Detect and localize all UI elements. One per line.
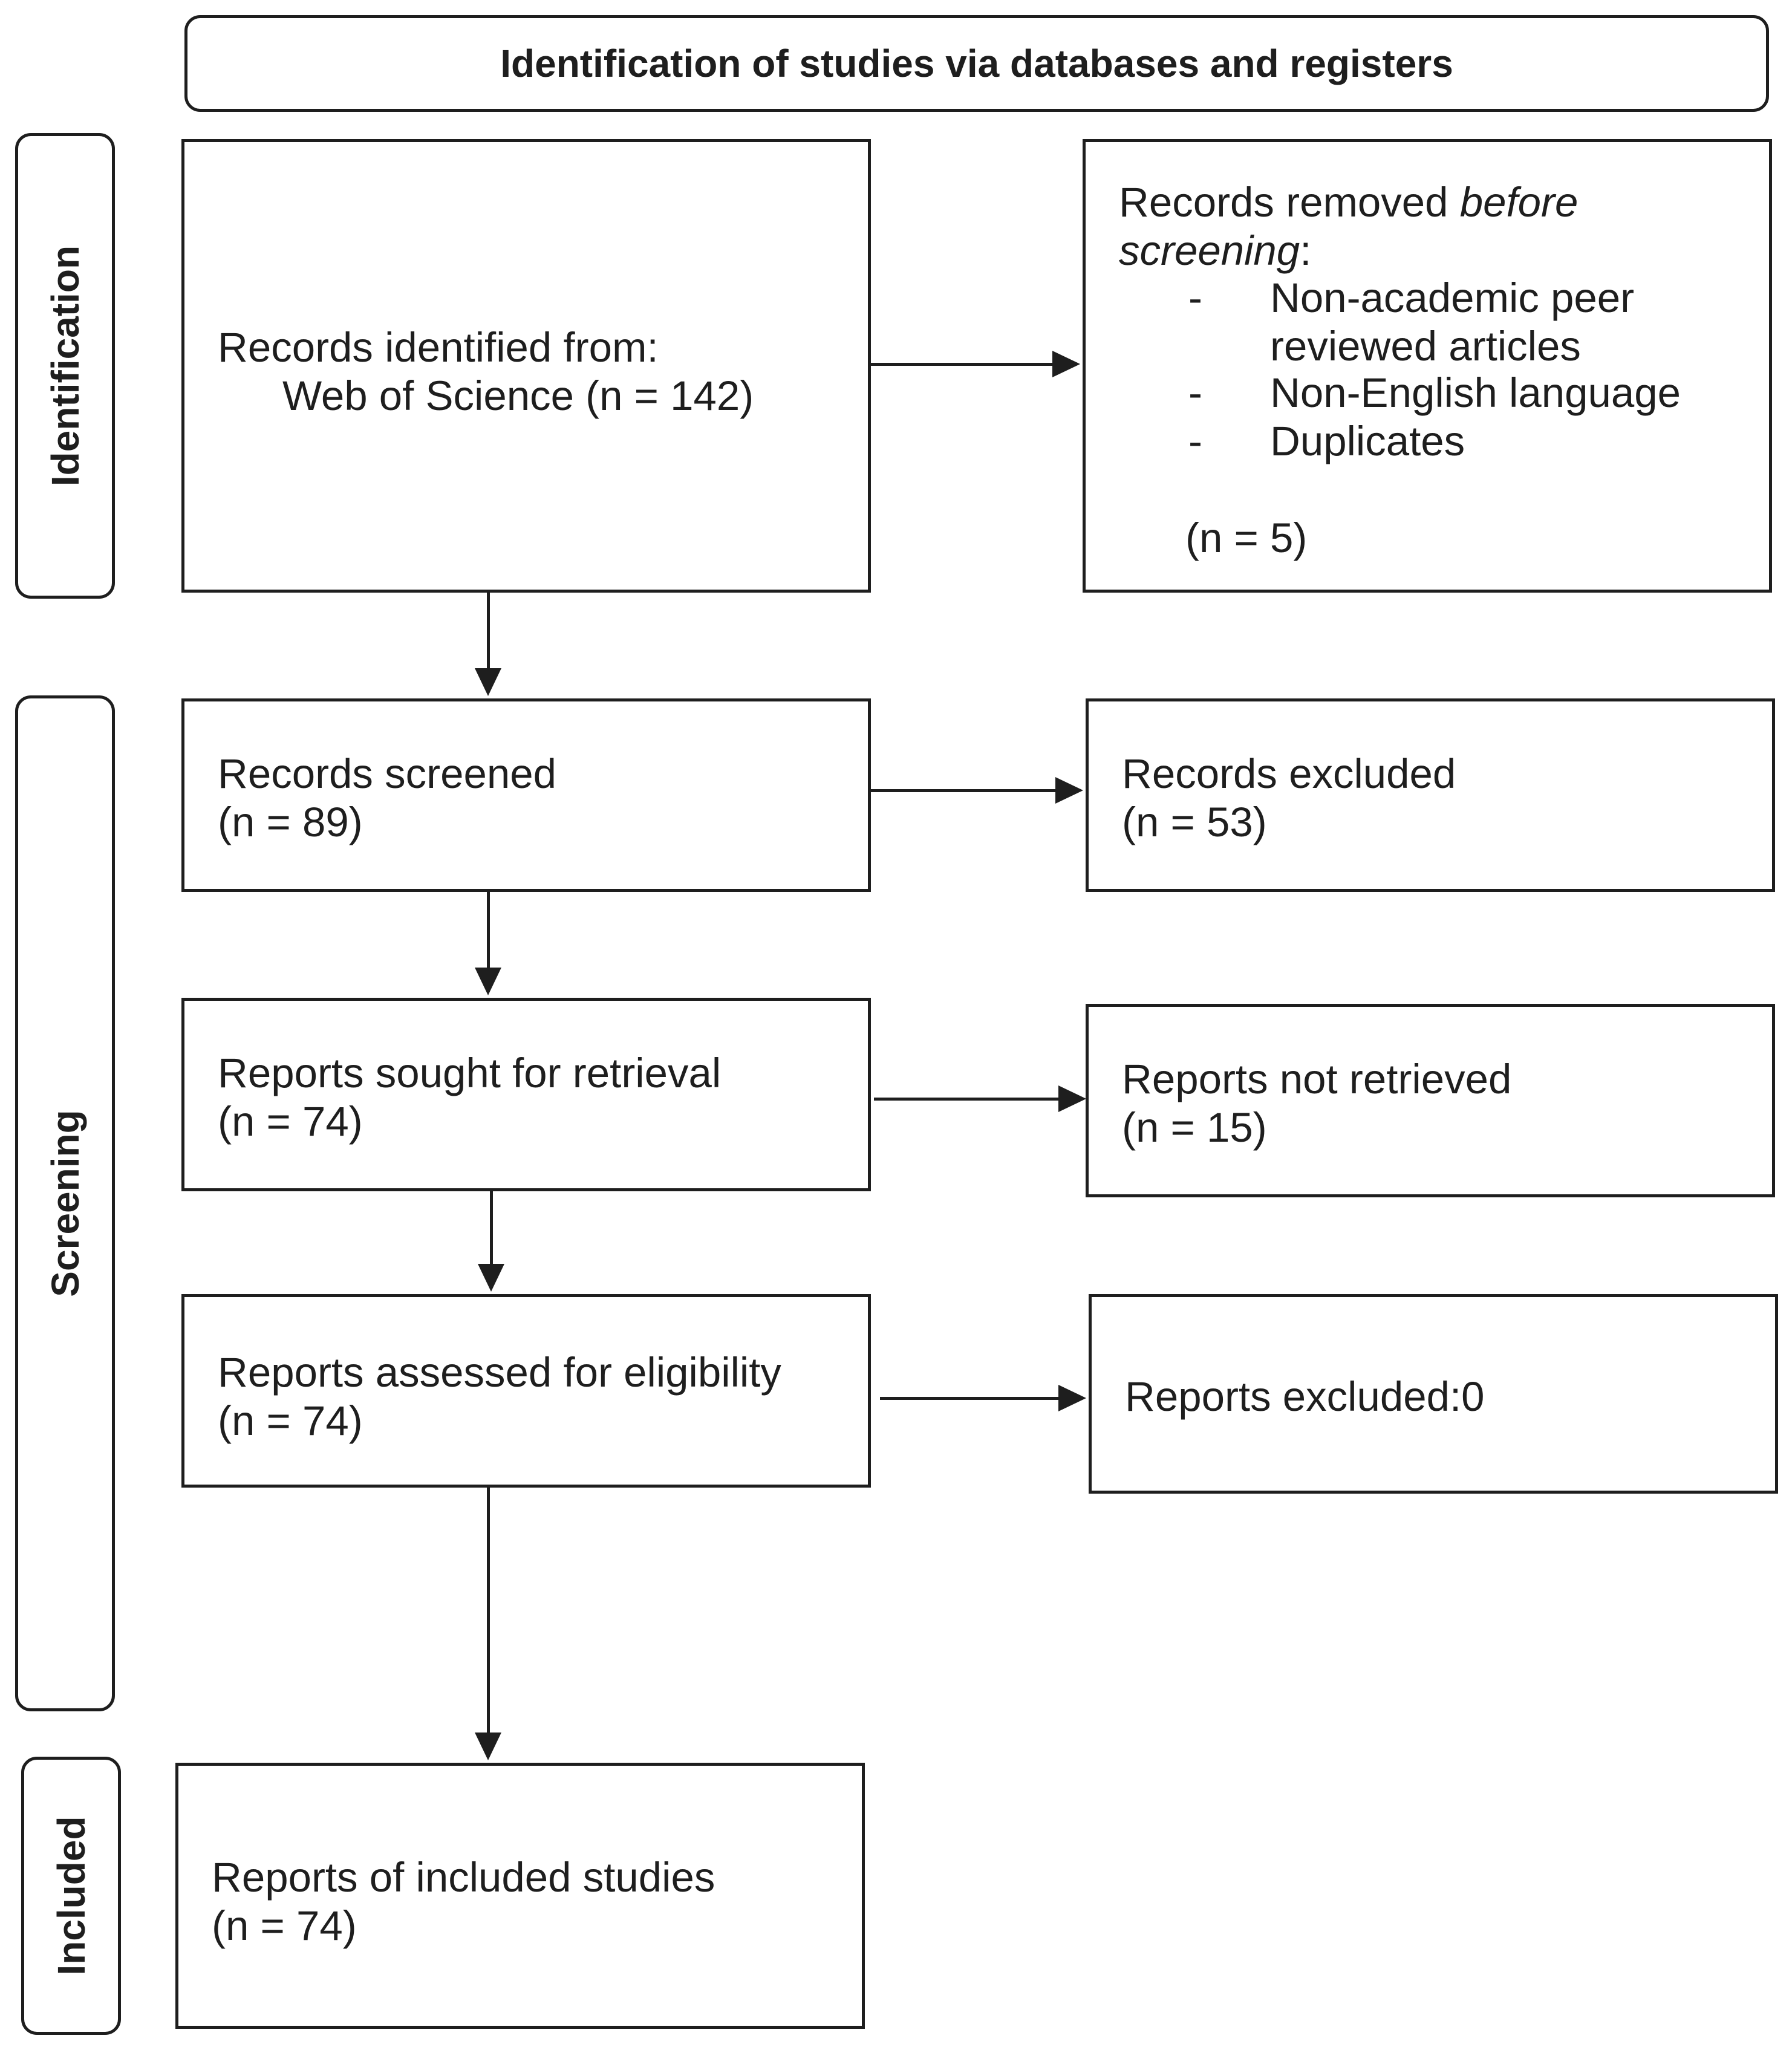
records-screened-box: Records screened (n = 89) xyxy=(181,698,871,892)
included-studies-line1: Reports of included studies xyxy=(212,1854,715,1901)
arrow-screened-to-sought xyxy=(475,892,501,995)
diagram-title: Identification of studies via databases … xyxy=(500,42,1453,85)
phase-included-label: Included xyxy=(49,1816,93,1976)
included-studies-box: Reports of included studies (n = 74) xyxy=(175,1763,865,2029)
reports-excluded-line1: Reports excluded:0 xyxy=(1125,1373,1485,1420)
removed-reason-1-line2: reviewed articles xyxy=(1270,323,1581,369)
arrow-assessed-to-excluded xyxy=(880,1385,1086,1411)
removed-reason-1-line1: Non-academic peer xyxy=(1270,275,1635,321)
phase-identification-label: Identification xyxy=(43,245,87,487)
reports-sought-line2: (n = 74) xyxy=(218,1098,363,1145)
reports-assessed-line1: Reports assessed for eligibility xyxy=(218,1349,781,1396)
removed-reason-3: Duplicates xyxy=(1270,418,1465,464)
reports-not-retrieved-line2: (n = 15) xyxy=(1122,1104,1267,1151)
arrow-identified-to-screened xyxy=(475,593,501,696)
phase-screening-label: Screening xyxy=(43,1110,87,1297)
arrow-sought-to-assessed xyxy=(478,1191,504,1292)
included-studies-line2: (n = 74) xyxy=(212,1902,357,1949)
records-excluded-line2: (n = 53) xyxy=(1122,799,1267,845)
phase-included: Included xyxy=(21,1757,121,2035)
bullet-dash: - xyxy=(1188,275,1202,321)
records-identified-line1: Records identified from: xyxy=(218,324,659,371)
arrow-sought-to-not-retrieved xyxy=(874,1085,1086,1112)
records-screened-line1: Records screened xyxy=(218,750,556,797)
reports-not-retrieved-line1: Reports not retrieved xyxy=(1122,1056,1512,1102)
records-screened-line2: (n = 89) xyxy=(218,799,363,845)
reports-not-retrieved-box: Reports not retrieved (n = 15) xyxy=(1086,1004,1775,1197)
reports-assessed-line2: (n = 74) xyxy=(218,1397,363,1444)
arrow-screened-to-excluded xyxy=(871,777,1083,804)
phase-identification: Identification xyxy=(15,133,115,599)
records-removed-count: (n = 5) xyxy=(1185,515,1308,561)
records-excluded-line1: Records excluded xyxy=(1122,750,1456,797)
header-box: Identification of studies via databases … xyxy=(184,15,1769,112)
arrow-identified-to-removed xyxy=(871,351,1080,377)
arrow-assessed-to-included xyxy=(475,1488,501,1760)
records-identified-box: Records identified from: Web of Science … xyxy=(181,139,871,593)
reports-sought-box: Reports sought for retrieval (n = 74) xyxy=(181,998,871,1191)
records-excluded-box: Records excluded (n = 53) xyxy=(1086,698,1775,892)
reports-assessed-box: Reports assessed for eligibility (n = 74… xyxy=(181,1294,871,1488)
removed-reason-2: Non-English language xyxy=(1270,369,1681,416)
phase-screening: Screening xyxy=(15,695,115,1711)
records-removed-heading-line1: Records removed before xyxy=(1119,179,1579,226)
records-removed-box: Records removed before screening: - Non-… xyxy=(1083,139,1772,593)
reports-sought-line1: Reports sought for retrieval xyxy=(218,1050,722,1096)
reports-excluded-box: Reports excluded:0 xyxy=(1089,1294,1778,1494)
bullet-dash: - xyxy=(1188,369,1202,416)
records-removed-heading-line2: screening: xyxy=(1119,227,1312,274)
bullet-dash: - xyxy=(1188,418,1202,464)
records-identified-line2: Web of Science (n = 142) xyxy=(282,373,754,419)
